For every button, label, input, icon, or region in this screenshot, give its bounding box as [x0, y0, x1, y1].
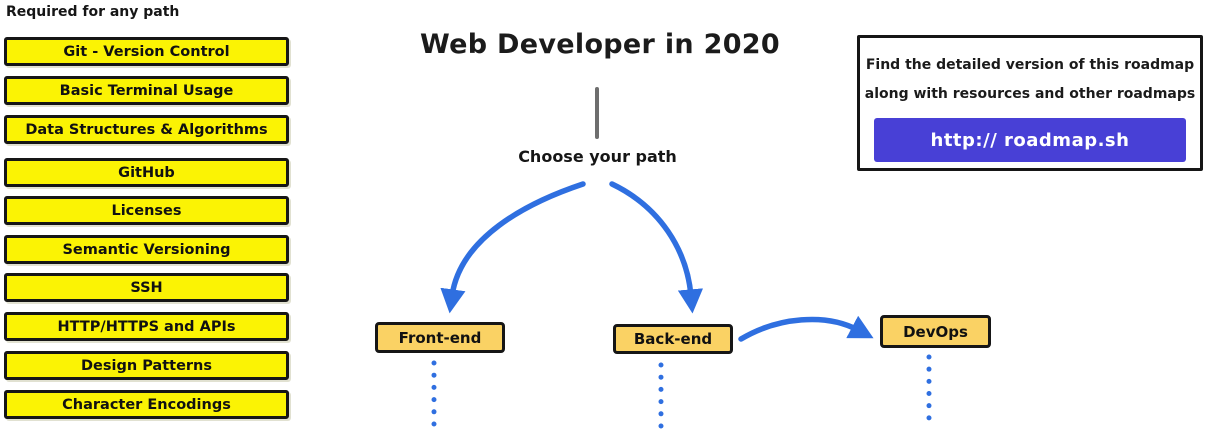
topic-box-character-encodings[interactable]: Character Encodings	[4, 390, 289, 419]
choose-path-label: Choose your path	[518, 147, 677, 166]
arrow-to-back-end-icon	[609, 181, 704, 314]
topic-box-data-structures[interactable]: Data Structures & Algorithms	[4, 115, 289, 144]
topic-box-terminal[interactable]: Basic Terminal Usage	[4, 76, 289, 105]
topic-box-ssh[interactable]: SSH	[4, 273, 289, 302]
topic-box-github[interactable]: GitHub	[4, 158, 289, 187]
topic-box-http-apis[interactable]: HTTP/HTTPS and APIs	[4, 312, 289, 341]
info-box: Find the detailed version of this roadma…	[857, 35, 1203, 171]
topic-box-semver[interactable]: Semantic Versioning	[4, 235, 289, 264]
page-title: Web Developer in 2020	[420, 29, 780, 60]
arrow-to-front-end-icon	[440, 181, 586, 314]
required-path-header: Required for any path	[6, 4, 180, 20]
info-text-line-2: along with resources and other roadmaps	[864, 86, 1196, 102]
topic-box-design-patterns[interactable]: Design Patterns	[4, 351, 289, 380]
path-box-front-end[interactable]: Front-end	[375, 322, 505, 353]
path-box-back-end[interactable]: Back-end	[613, 324, 733, 354]
info-text-line-1: Find the detailed version of this roadma…	[865, 57, 1195, 73]
arrow-backend-to-devops-icon	[738, 315, 874, 342]
topic-box-licenses[interactable]: Licenses	[4, 196, 289, 225]
roadmap-link-button[interactable]: http:// roadmap.sh	[874, 118, 1186, 162]
stem-line	[595, 87, 599, 139]
path-box-devops[interactable]: DevOps	[880, 315, 991, 348]
topic-box-git[interactable]: Git - Version Control	[4, 37, 289, 66]
